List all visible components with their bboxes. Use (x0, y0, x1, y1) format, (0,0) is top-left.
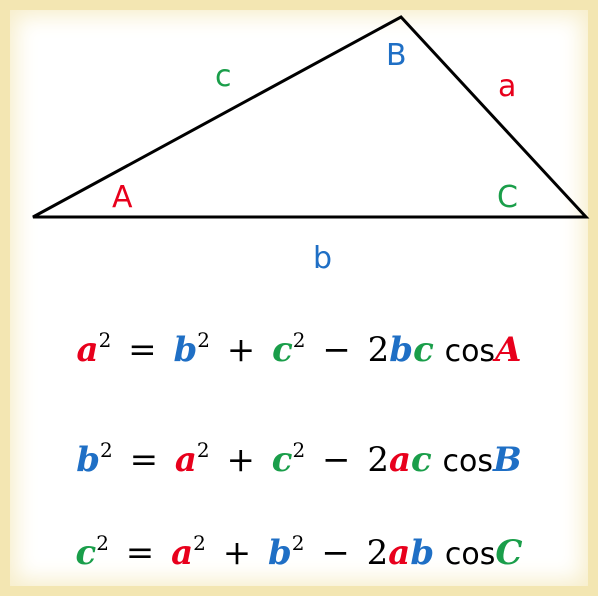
formula-exponent: 2 (292, 438, 306, 462)
formula-product-var2: c (413, 330, 434, 370)
formula-product-var1: a (388, 533, 411, 573)
formula-exponent: 2 (292, 328, 306, 352)
formula-angle: B (493, 440, 522, 480)
formula-exponent: 2 (96, 531, 109, 555)
formula-exponent: 2 (291, 531, 305, 555)
law-of-cosines-b: b2 = a2 + c2 − 2ac cosB (0, 440, 598, 480)
formula-coefficient: 2 (367, 440, 389, 480)
minus-sign: − (322, 440, 351, 480)
formula-lhs-var: c (75, 533, 97, 573)
formula-exponent: 2 (100, 438, 113, 462)
formula-term2-var: c (271, 440, 293, 480)
formula-angle: A (495, 330, 522, 370)
minus-sign: − (321, 533, 350, 573)
plus-sign: + (226, 330, 256, 370)
vertex-label-a: A (112, 180, 133, 215)
formula-term2-var: b (268, 533, 292, 573)
side-label-c: c (215, 59, 232, 94)
formula-lhs-var: b (76, 440, 101, 480)
formula-product-var2: b (410, 533, 435, 573)
formula-coefficient: 2 (366, 533, 389, 573)
plus-sign: + (226, 440, 255, 480)
law-of-cosines-c: c2 = a2 + b2 − 2ab cosC (0, 533, 598, 573)
formula-product-var1: b (389, 330, 414, 370)
formula-term1-var: a (174, 440, 197, 480)
cos-function: cos (444, 537, 496, 572)
formula-exponent: 2 (197, 328, 210, 352)
formula-exponent: 2 (196, 438, 210, 462)
formula-term2-var: c (272, 330, 293, 370)
formula-exponent: 2 (98, 328, 112, 352)
equals-sign: = (128, 330, 157, 370)
formula-coefficient: 2 (367, 330, 390, 370)
triangle-outline (32, 15, 590, 219)
equals-sign: = (125, 533, 155, 573)
formula-term1-var: b (173, 330, 198, 370)
formula-product-var1: a (388, 440, 411, 480)
formula-angle: C (495, 533, 523, 573)
formula-lhs-var: a (76, 330, 99, 370)
plus-sign: + (222, 533, 252, 573)
vertex-label-b: B (386, 38, 407, 73)
formula-product-var2: c (411, 440, 432, 480)
vertex-label-c: C (497, 180, 518, 215)
minus-sign: − (322, 330, 351, 370)
side-label-b: b (313, 241, 332, 276)
cos-function: cos (444, 334, 496, 369)
law-of-cosines-a: a2 = b2 + c2 − 2bc cosA (0, 330, 598, 370)
cos-function: cos (442, 444, 493, 479)
formula-exponent: 2 (193, 531, 206, 555)
side-label-a: a (498, 69, 516, 104)
equals-sign: = (129, 440, 159, 480)
formula-term1-var: a (171, 533, 194, 573)
